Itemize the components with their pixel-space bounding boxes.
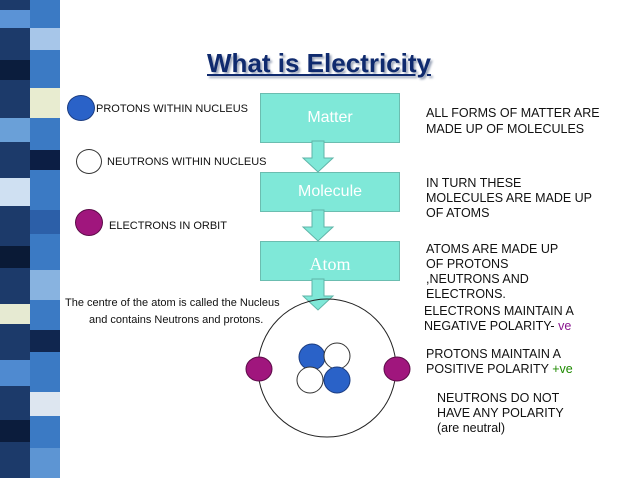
molecule-desc-1: IN TURN THESE — [426, 176, 522, 190]
protons-desc-2: POSITIVE POLARITY +ve — [426, 362, 573, 378]
nucleus-note-line1: The centre of the atom is called the Nuc… — [65, 297, 280, 309]
decorative-stripe — [0, 0, 60, 478]
page-title: What is Electricity — [207, 48, 431, 78]
legend-electrons: ELECTRONS IN ORBIT — [109, 220, 227, 232]
electron-orbit — [257, 298, 397, 438]
nucleus-proton-bottom — [323, 366, 351, 394]
molecule-desc-3: OF ATOMS — [426, 206, 490, 220]
atom-desc-2: OF PROTONS — [426, 257, 509, 271]
electrons-polarity-text: NEGATIVE POLARITY- — [424, 319, 555, 333]
nucleus-neutron-top — [323, 342, 351, 370]
legend-neutrons: NEUTRONS WITHIN NUCLEUS — [107, 156, 267, 168]
neutron-legend-dot — [76, 149, 102, 174]
neutrons-desc-1: NEUTRONS DO NOT — [437, 391, 560, 405]
protons-polarity-text: POSITIVE POLARITY — [426, 362, 553, 376]
electrons-desc-2: NEGATIVE POLARITY- ve — [424, 319, 571, 335]
arrow-molecule-to-atom — [301, 209, 335, 242]
matter-desc-1: ALL FORMS OF MATTER ARE — [426, 106, 600, 120]
atom-box: Atom — [260, 241, 400, 281]
matter-desc-2: MADE UP OF MOLECULES — [426, 122, 585, 136]
molecule-box: Molecule — [260, 172, 400, 212]
nucleus-neutron-bottom — [296, 366, 324, 394]
atom-desc-4: ELECTRONS. — [426, 287, 506, 301]
arrow-atom-to-orbit — [301, 278, 335, 311]
electron-left — [245, 356, 273, 382]
nucleus-note-line2: and contains Neutrons and protons. — [89, 314, 264, 326]
neutrons-desc-2: HAVE ANY POLARITY — [437, 406, 564, 420]
arrow-matter-to-molecule — [301, 140, 335, 173]
electron-legend-dot — [75, 209, 103, 236]
electrons-desc-1: ELECTRONS MAINTAIN A — [424, 304, 574, 318]
proton-legend-dot — [67, 95, 95, 121]
molecule-desc-2: MOLECULES ARE MADE UP — [426, 191, 593, 205]
atom-desc-3: ,NEUTRONS AND — [426, 272, 529, 286]
protons-desc-1: PROTONS MAINTAIN A — [426, 347, 561, 361]
legend-protons: PROTONS WITHIN NUCLEUS — [96, 103, 248, 115]
neutrons-desc-3: (are neutral) — [437, 421, 506, 435]
electron-right — [383, 356, 411, 382]
negative-sign: ve — [554, 319, 572, 333]
matter-box: Matter — [260, 93, 400, 143]
nucleus-proton-top — [298, 343, 326, 371]
positive-sign: +ve — [552, 362, 573, 376]
atom-desc-1: ATOMS ARE MADE UP — [426, 242, 559, 256]
